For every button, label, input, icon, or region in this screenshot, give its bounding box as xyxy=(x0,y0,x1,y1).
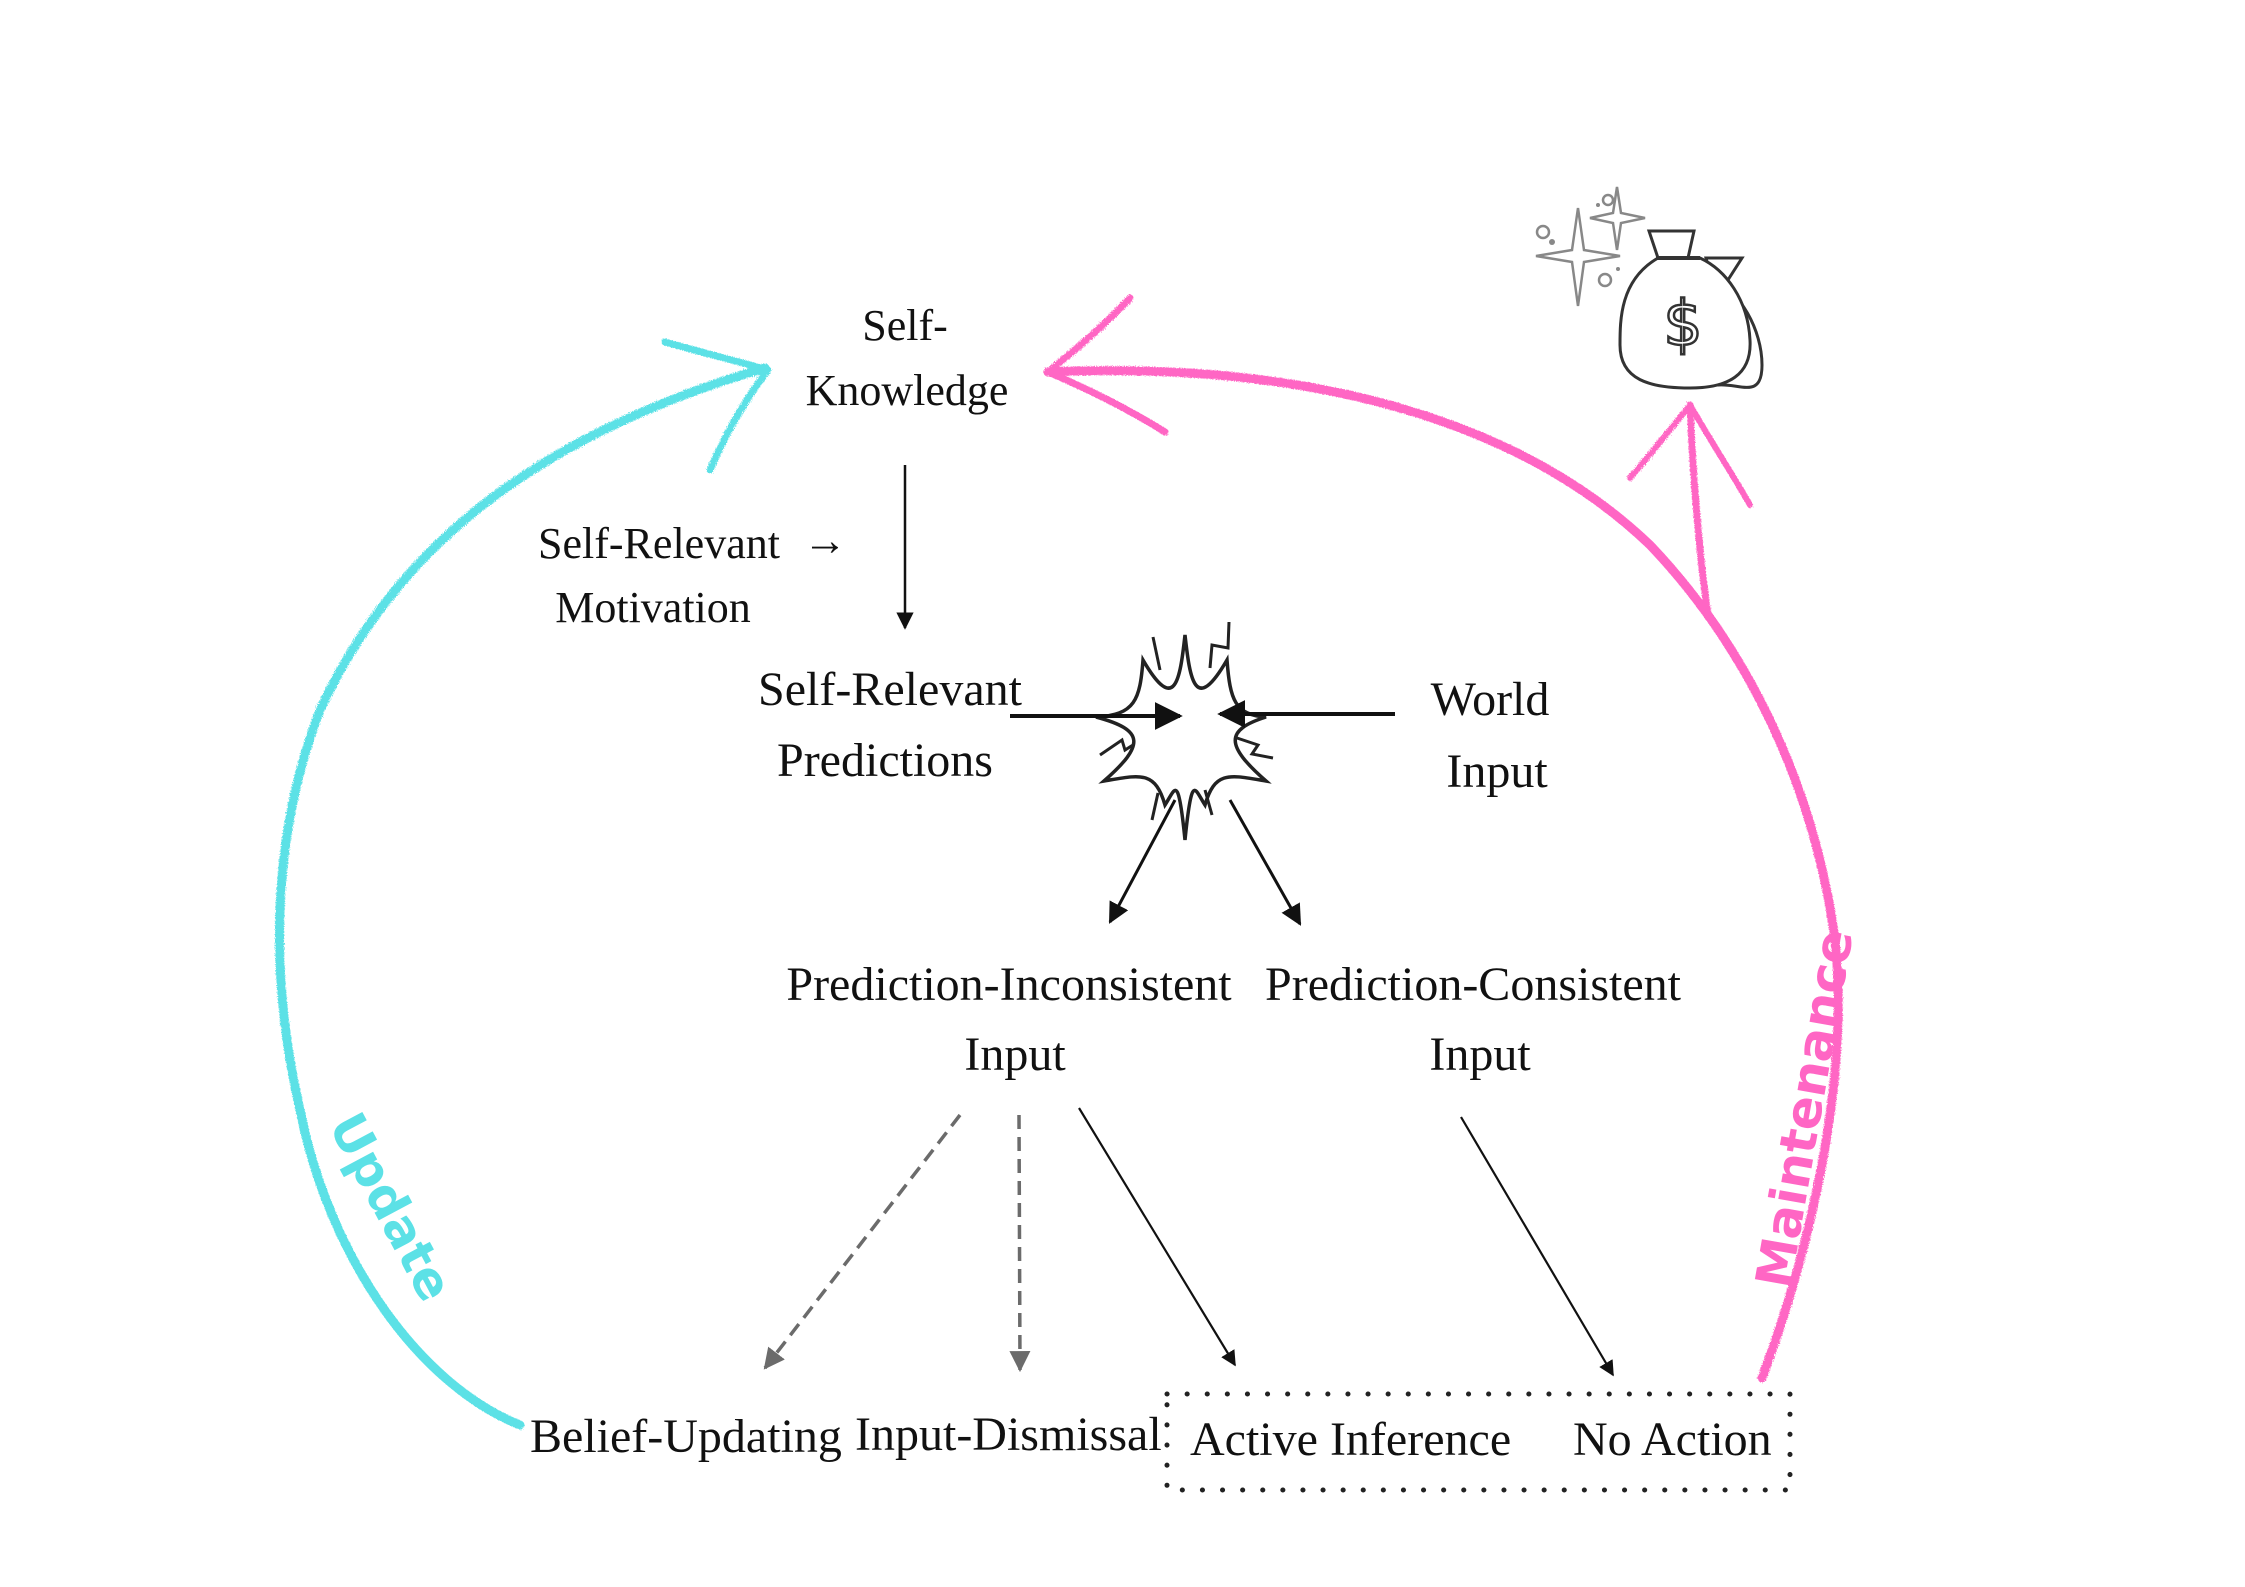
node-prediction-inconsistent-input: Prediction-Inconsistent Input xyxy=(786,958,1232,1081)
maintenance-loop-label: Maintenance xyxy=(1745,925,1865,1292)
svg-text:$: $ xyxy=(1663,287,1702,360)
collision-spark-marks xyxy=(1099,621,1274,821)
world-input-line2: Input xyxy=(1446,745,1548,798)
dashed-arrow-to-input-dismissal xyxy=(1009,1114,1031,1373)
sparkle-large-icon xyxy=(1535,207,1621,307)
inconsistent-line2: Input xyxy=(964,1028,1066,1081)
update-arrowhead-lower xyxy=(706,366,772,474)
arrow-to-active-inference xyxy=(1078,1107,1236,1367)
inconsistent-line1: Prediction-Inconsistent xyxy=(786,958,1232,1011)
arrow-to-no-action xyxy=(1460,1116,1614,1377)
predictions-line2: Predictions xyxy=(777,734,993,787)
outcome-no-action: No Action xyxy=(1573,1413,1772,1466)
maintenance-arrowhead-upper xyxy=(1044,294,1134,376)
outcome-input-dismissal: Input-Dismissal xyxy=(855,1408,1162,1461)
self-knowledge-line1: Self- xyxy=(862,301,948,350)
sparkle-small-icon xyxy=(1589,186,1646,251)
maintenance-loop-arc xyxy=(1043,366,1843,1383)
node-self-relevant-motivation: Self-Relevant Motivation → xyxy=(538,516,847,632)
reward-arrowhead-right xyxy=(1687,402,1753,508)
world-input-line1: World xyxy=(1431,673,1550,726)
outcome-belief-updating: Belief-Updating xyxy=(530,1410,842,1463)
arrow-collision-to-inconsistent xyxy=(1108,799,1177,924)
node-world-input: World Input xyxy=(1431,673,1550,798)
starburst-icon xyxy=(1095,621,1274,841)
maintenance-arrowhead-lower xyxy=(1044,368,1169,436)
update-loop-label: Update xyxy=(317,1103,464,1310)
consistent-line1: Prediction-Consistent xyxy=(1265,958,1682,1011)
node-self-relevant-predictions: Self-Relevant Predictions xyxy=(758,663,1023,787)
node-self-knowledge: Self- Knowledge xyxy=(806,301,1009,415)
consistent-line2: Input xyxy=(1429,1028,1531,1081)
self-knowledge-line2: Knowledge xyxy=(806,366,1009,415)
money-bags-icon: $ $ xyxy=(1535,186,1764,390)
update-loop xyxy=(275,338,772,1430)
update-loop-arc xyxy=(275,363,770,1430)
reward-branch xyxy=(1686,401,1712,619)
maintenance-loop xyxy=(1043,294,1843,1383)
node-prediction-consistent-input: Prediction-Consistent Input xyxy=(1265,958,1682,1081)
motivation-line1: Self-Relevant xyxy=(538,519,780,568)
update-arrowhead-upper xyxy=(661,338,772,374)
predictions-line1: Self-Relevant xyxy=(758,663,1023,716)
motivation-line2: Motivation xyxy=(555,583,751,632)
motivation-arrow-icon: → xyxy=(803,516,847,565)
dashed-arrow-to-belief-updating xyxy=(763,1113,962,1370)
reward-arrowhead-left xyxy=(1627,402,1693,481)
outcome-active-inference: Active Inference xyxy=(1190,1413,1511,1466)
arrow-collision-to-consistent xyxy=(1228,799,1302,926)
money-bag-large xyxy=(1618,256,1752,390)
